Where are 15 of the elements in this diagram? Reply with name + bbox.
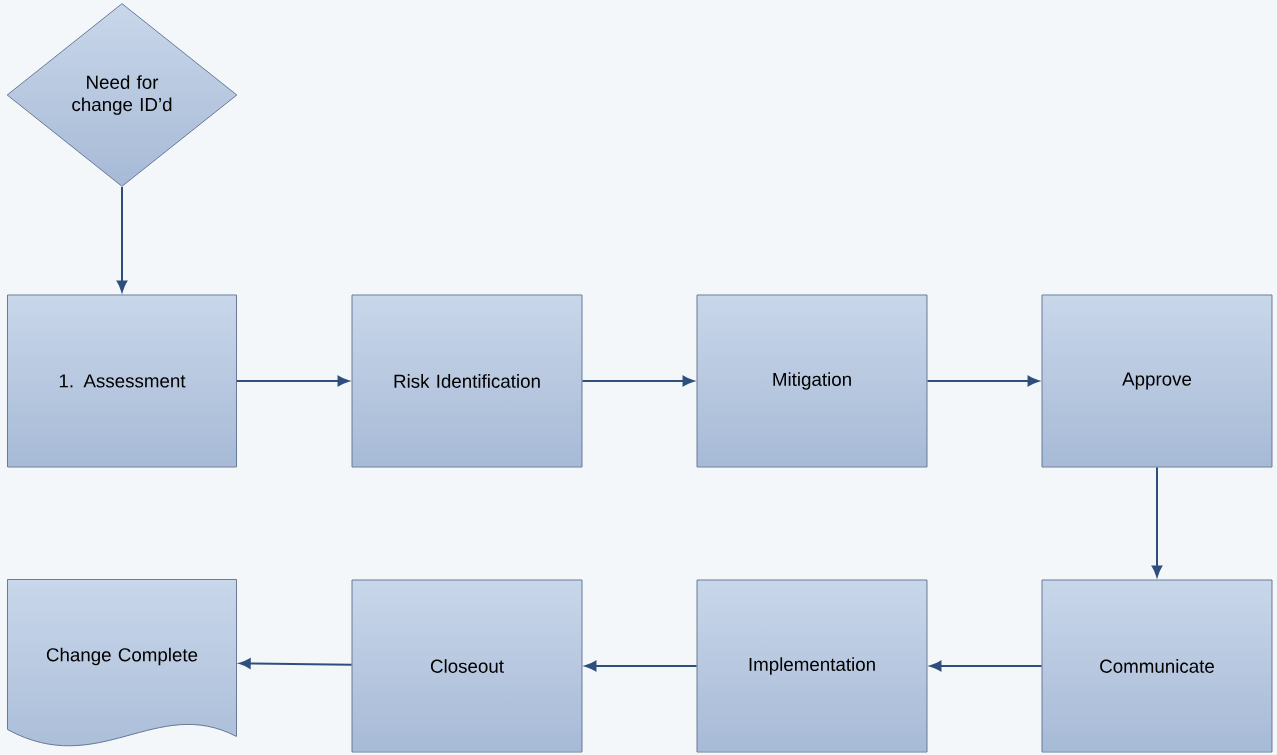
arrow — [1151, 466, 1163, 577]
process-box: Communicate — [1041, 579, 1273, 753]
process-box: Approve — [1041, 294, 1273, 468]
process-box: Closeout — [351, 579, 583, 753]
process-box: Risk Identification — [351, 294, 583, 468]
arrow — [116, 186, 128, 292]
arrow — [930, 660, 1043, 672]
arrow — [239, 658, 353, 669]
process-box: Implementation — [696, 579, 928, 753]
arrow — [236, 375, 349, 387]
arrow — [585, 660, 698, 672]
process-box: 1. Assessment — [7, 294, 237, 468]
process-box: Mitigation — [696, 294, 928, 468]
arrow — [926, 375, 1039, 387]
arrow — [581, 375, 694, 387]
